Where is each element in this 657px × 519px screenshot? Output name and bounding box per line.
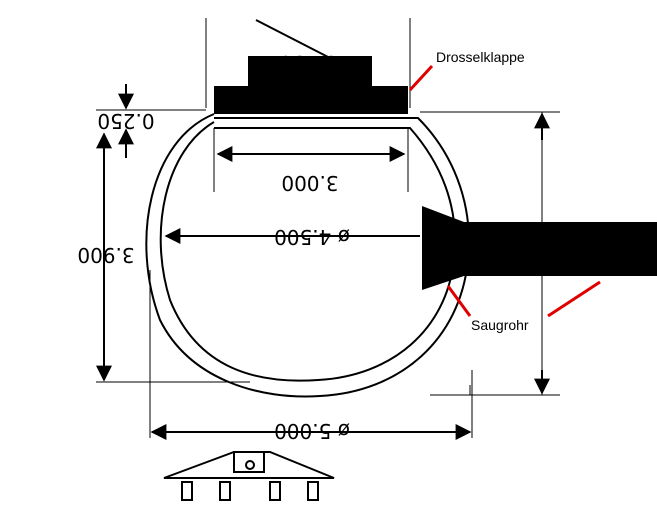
dim-outer-diameter: ø 5.000 [150, 419, 472, 443]
intake-ring [145, 113, 470, 398]
dim-height-text: 3.900 [77, 243, 134, 267]
dim-top-partial-text: 3.250 [279, 51, 336, 75]
dim-inner-width-text: 3.000 [281, 171, 338, 195]
dim-lip: 0.250 [97, 84, 155, 158]
dim-lip-text: 0.250 [97, 109, 154, 133]
label-intake: Saugrohr [471, 317, 529, 333]
annotation-leaders [408, 64, 601, 318]
extension-lines [96, 18, 560, 438]
dim-outer-diameter-text: ø 5.000 [274, 419, 350, 443]
label-throttle: Drosselklappe [436, 49, 525, 65]
dim-inner-diameter-text: ø 4.500 [274, 225, 350, 249]
throttle-body-shape [214, 56, 408, 114]
bracket-drawing [163, 451, 335, 501]
dim-inner-width: 3.000 [216, 146, 406, 195]
dim-inner-diameter: ø 4.500 [164, 225, 420, 249]
intake-pipe-shape [422, 206, 657, 290]
top-leader-line [255, 19, 331, 59]
dim-height: 3.900 [77, 132, 135, 382]
